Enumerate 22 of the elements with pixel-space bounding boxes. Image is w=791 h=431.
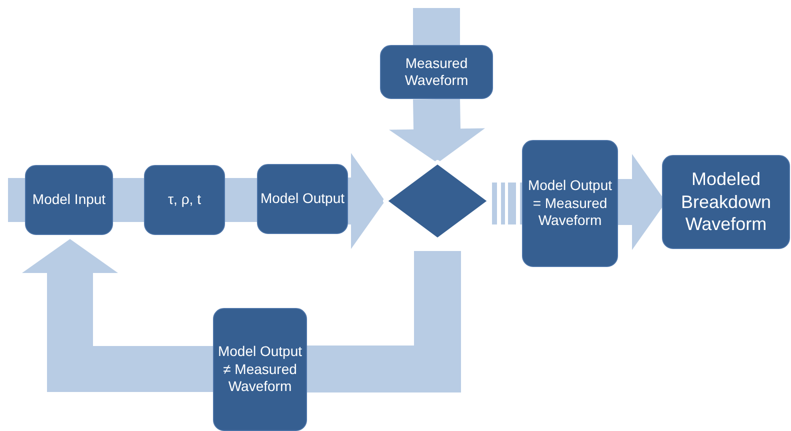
block-arrow xyxy=(225,178,257,222)
block-arrow xyxy=(113,178,144,222)
process-box xyxy=(380,45,493,99)
process-box xyxy=(522,140,618,267)
process-box xyxy=(144,165,225,235)
block-arrow xyxy=(22,239,213,392)
process-box xyxy=(662,155,790,249)
block-arrow xyxy=(413,8,460,45)
process-box xyxy=(213,308,307,431)
block-arrow xyxy=(307,251,461,392)
node-text: Model Output ≠ Measured Waveform xyxy=(216,343,304,396)
process-box xyxy=(257,164,348,234)
node-text: τ, ρ, t xyxy=(168,191,201,209)
node-text: Modeled Breakdown Waveform xyxy=(680,168,772,236)
node-text: Model Output = Measured Waveform xyxy=(526,177,614,230)
block-arrow xyxy=(8,178,25,222)
block-arrow xyxy=(348,153,385,249)
process-box xyxy=(25,165,113,235)
node-text: Model Input xyxy=(32,191,106,209)
block-arrow xyxy=(389,98,485,163)
node-text: Measured Waveform xyxy=(404,54,470,90)
node-text: Model Output xyxy=(260,190,345,208)
